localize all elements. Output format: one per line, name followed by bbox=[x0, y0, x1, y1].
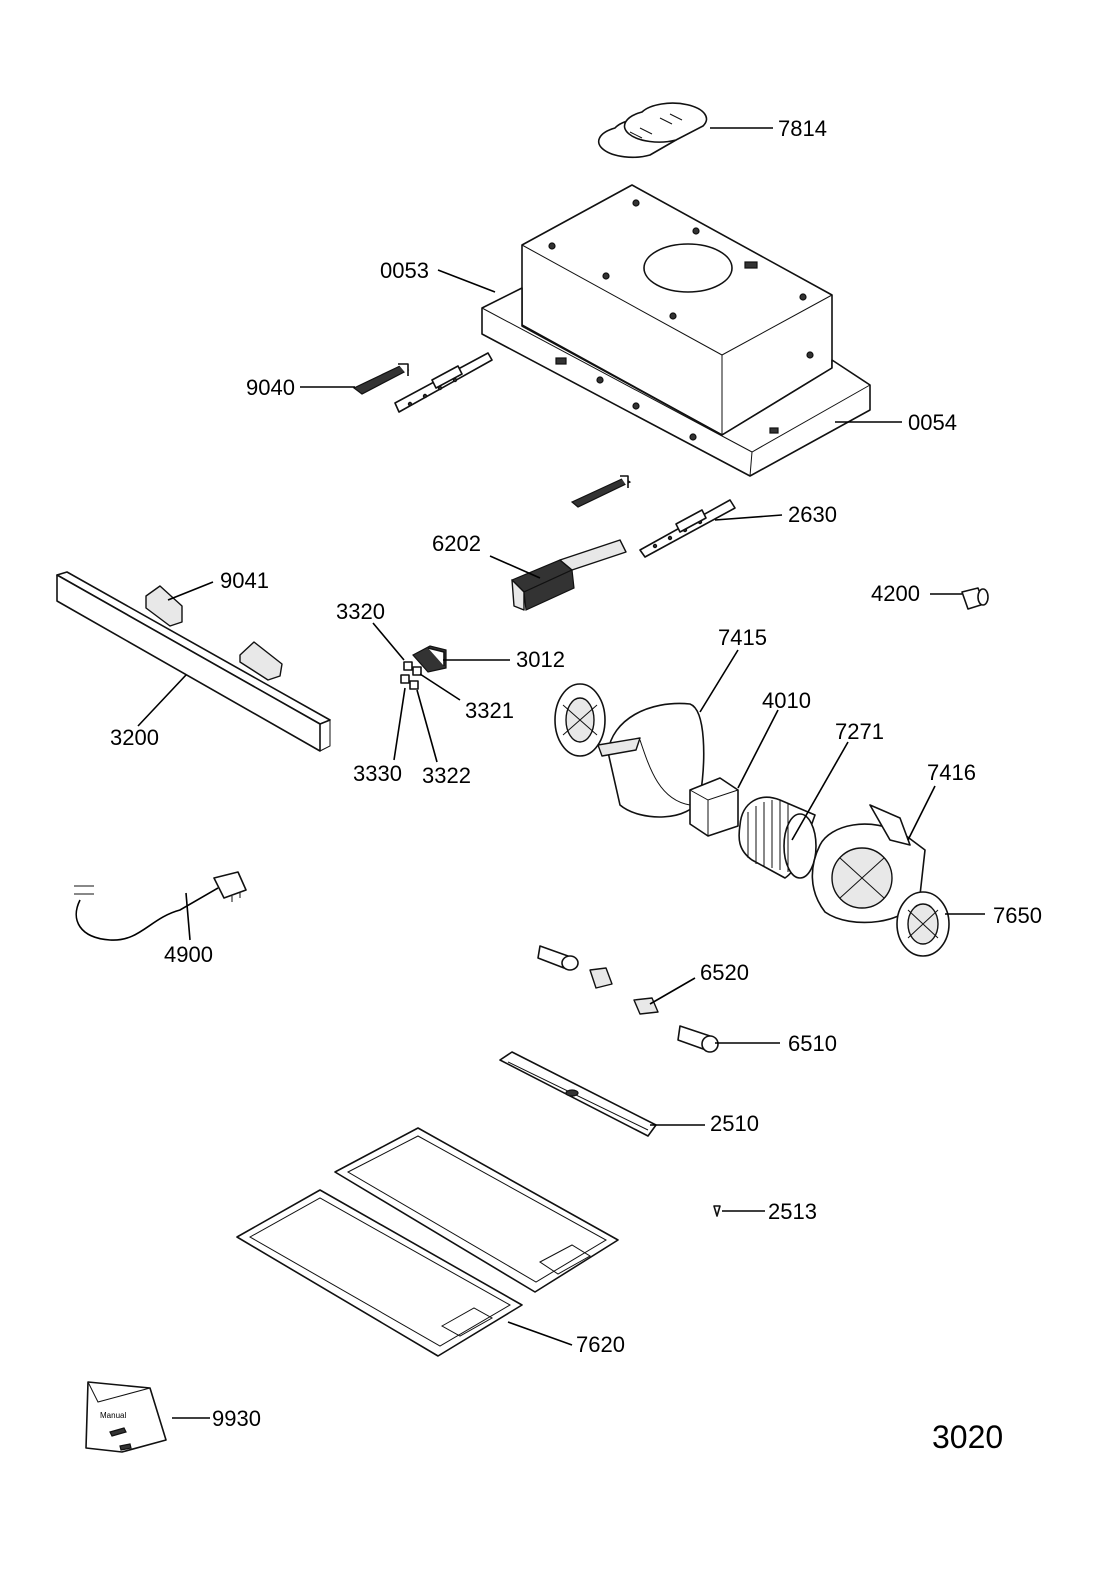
part-3200-front-bar bbox=[56, 571, 331, 752]
part-4900-power-cord bbox=[74, 871, 247, 941]
part-6520-lamp-holders bbox=[537, 945, 659, 1015]
part-2513-screw bbox=[713, 1205, 721, 1217]
leader-lines bbox=[137, 127, 985, 1419]
callout-3320: 3320 bbox=[336, 599, 385, 624]
callout-6520: 6520 bbox=[700, 960, 749, 985]
callout-7650: 7650 bbox=[993, 903, 1042, 928]
callout-labels: 7814 0053 9040 0054 2630 6202 9041 4200 … bbox=[110, 116, 1042, 1431]
part-2630-bracket bbox=[570, 475, 632, 508]
callout-3322: 3322 bbox=[422, 763, 471, 788]
part-9040-slider-rail bbox=[394, 352, 493, 413]
part-4200-cap bbox=[961, 587, 989, 610]
callout-0054: 0054 bbox=[908, 410, 957, 435]
bag-label: Manual bbox=[100, 1411, 126, 1420]
callout-3012: 3012 bbox=[516, 647, 565, 672]
callout-3321: 3321 bbox=[465, 698, 514, 723]
part-6202-switch bbox=[510, 539, 627, 611]
callout-6510: 6510 bbox=[788, 1031, 837, 1056]
callout-4900: 4900 bbox=[164, 942, 213, 967]
part-3012-switch-bracket bbox=[412, 645, 447, 673]
part-9040-bracket bbox=[352, 363, 410, 395]
callout-2513: 2513 bbox=[768, 1199, 817, 1224]
part-0054-hood-frame bbox=[481, 287, 871, 477]
callout-7814: 7814 bbox=[778, 116, 827, 141]
callout-7620: 7620 bbox=[576, 1332, 625, 1357]
callout-7271: 7271 bbox=[835, 719, 884, 744]
callout-4200: 4200 bbox=[871, 581, 920, 606]
callout-4010: 4010 bbox=[762, 688, 811, 713]
part-2630-slider-rail bbox=[639, 499, 736, 558]
part-7814-caps bbox=[597, 102, 708, 159]
callout-7416: 7416 bbox=[927, 760, 976, 785]
callout-9041: 9041 bbox=[220, 568, 269, 593]
callout-0053: 0053 bbox=[380, 258, 429, 283]
part-7650-grille bbox=[896, 891, 950, 957]
part-7415-fan-housing bbox=[554, 683, 705, 818]
part-7271-impeller bbox=[738, 796, 817, 879]
callout-2630: 2630 bbox=[788, 502, 837, 527]
callout-9040: 9040 bbox=[246, 375, 295, 400]
part-7416-fan-housing bbox=[811, 804, 926, 924]
part-2510-light-frame bbox=[499, 1051, 657, 1137]
part-4010-capacitor bbox=[689, 777, 739, 837]
callout-7415: 7415 bbox=[718, 625, 767, 650]
callout-6202: 6202 bbox=[432, 531, 481, 556]
part-6510-bulb bbox=[677, 1025, 719, 1053]
part-33xx-buttons bbox=[400, 661, 422, 690]
callout-2510: 2510 bbox=[710, 1111, 759, 1136]
part-0053-hood-body bbox=[521, 184, 833, 436]
callout-3330: 3330 bbox=[353, 761, 402, 786]
part-9041-clips bbox=[145, 585, 283, 681]
part-9930-bag: Manual bbox=[85, 1381, 167, 1453]
callout-9930: 9930 bbox=[212, 1406, 261, 1431]
part-7620-filter-upper bbox=[334, 1127, 619, 1293]
part-7620-filter-lower bbox=[236, 1189, 523, 1357]
callout-3200: 3200 bbox=[110, 725, 159, 750]
page-number: 3020 bbox=[932, 1419, 1003, 1455]
